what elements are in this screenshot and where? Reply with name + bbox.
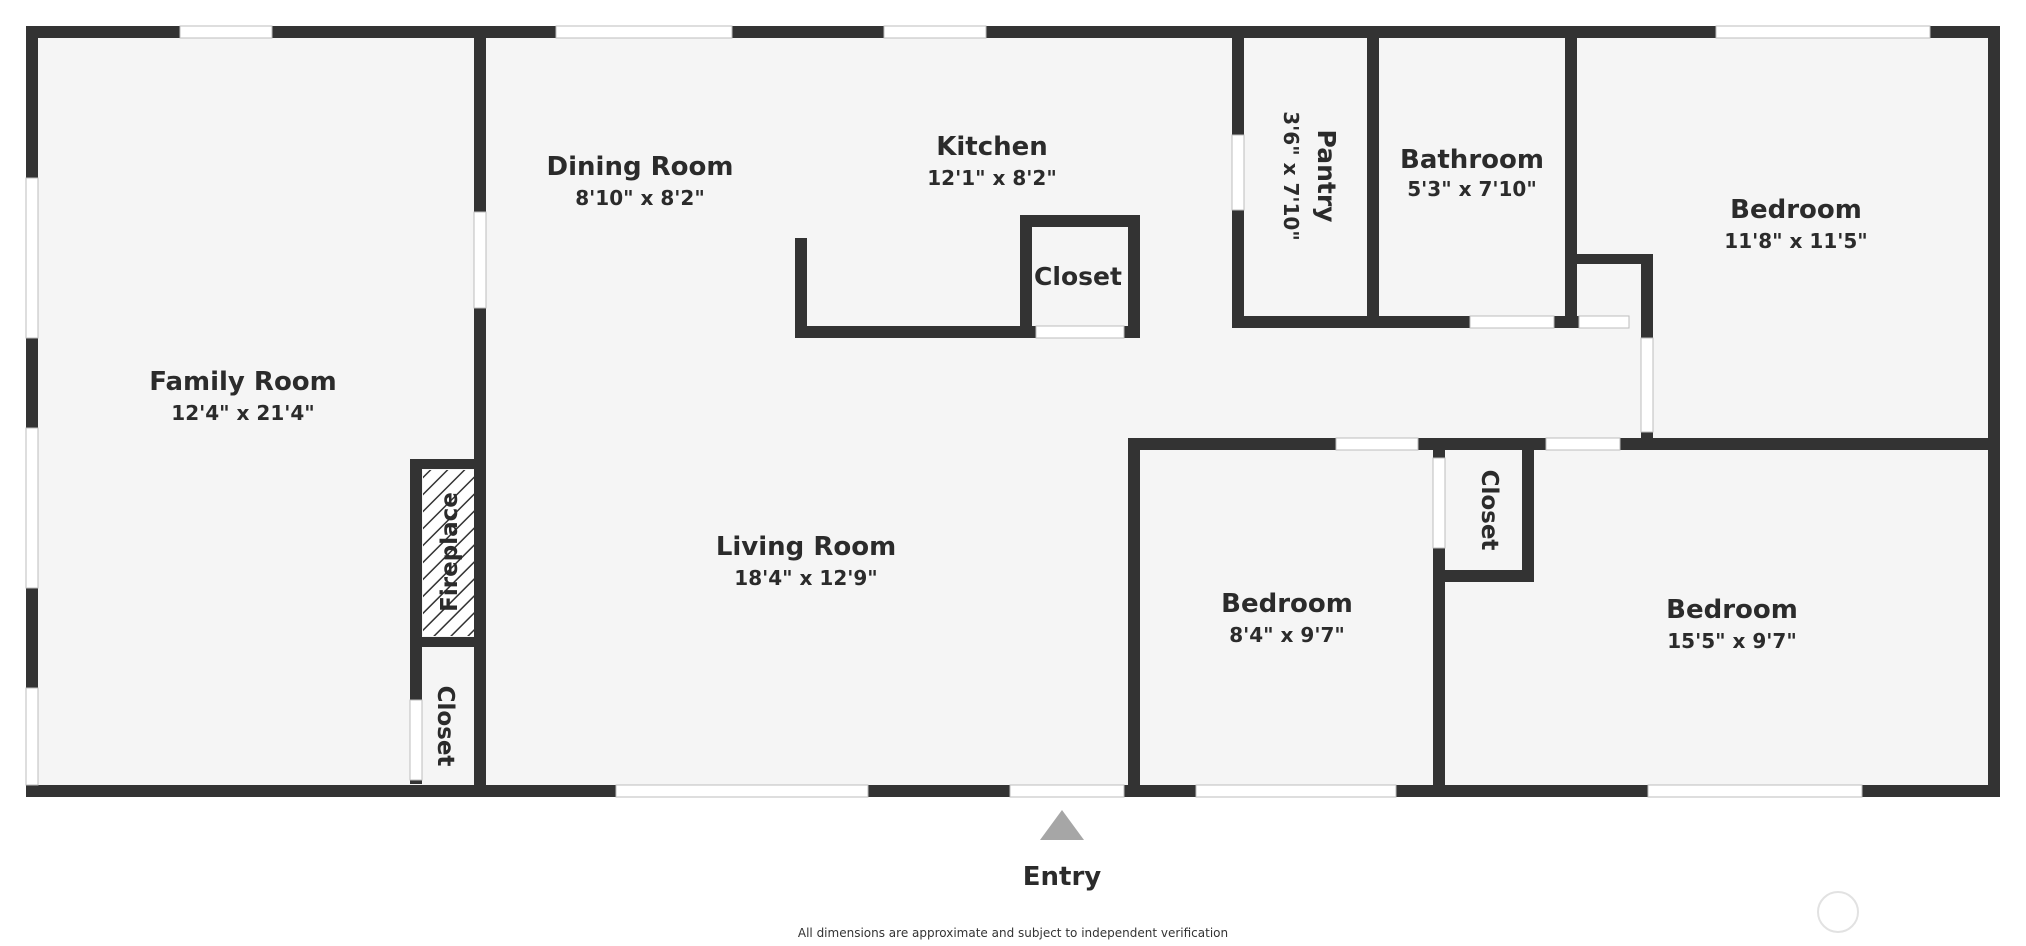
room-bathroom: Bathroom 5'3" x 7'10" bbox=[1400, 145, 1544, 201]
wall-bath-right bbox=[1565, 30, 1577, 328]
window-bedroom-se-bottom bbox=[1647, 784, 1863, 798]
room-bedroom-ne: Bedroom 11'8" x 11'5" bbox=[1724, 195, 1867, 253]
room-bedroom-mid-dims: 8'4" x 9'7" bbox=[1229, 623, 1345, 647]
door-bedroom-se bbox=[1545, 437, 1621, 451]
window-family-top bbox=[179, 25, 273, 39]
wall-pantry-bath bbox=[1367, 30, 1379, 328]
door-bathroom bbox=[1469, 315, 1555, 329]
wall-outer-top bbox=[26, 26, 2000, 38]
wall-hcloset-bottom bbox=[1433, 570, 1534, 582]
room-kitchen-closet-name: Closet bbox=[1034, 262, 1122, 291]
room-pantry: Pantry 3'6" x 7'10" bbox=[1279, 111, 1341, 241]
room-family-closet-name: Closet bbox=[432, 686, 458, 767]
disclaimer-text: All dimensions are approximate and subje… bbox=[798, 926, 1228, 940]
wall-fireplace-top bbox=[410, 459, 480, 469]
wall-fireplace-bottom bbox=[416, 637, 480, 647]
room-bedroom-mid: Bedroom 8'4" x 9'7" bbox=[1221, 589, 1353, 647]
wall-bedroom-mid-left bbox=[1128, 438, 1140, 793]
room-dining-name: Dining Room bbox=[547, 152, 734, 182]
floor-area bbox=[34, 37, 1990, 785]
room-kitchen-dims: 12'1" x 8'2" bbox=[927, 166, 1057, 190]
wall-kcloset-left bbox=[1020, 215, 1032, 338]
room-fireplace-name: Fireplace bbox=[437, 492, 463, 612]
room-family-name: Family Room bbox=[149, 367, 337, 397]
room-bedroom-ne-name: Bedroom bbox=[1730, 195, 1862, 225]
wall-nebed-closet-top bbox=[1565, 254, 1651, 264]
room-hall-closet: Closet bbox=[1476, 470, 1502, 551]
wall-outer-left bbox=[26, 26, 38, 797]
room-dining: Dining Room 8'10" x 8'2" bbox=[547, 152, 734, 210]
room-dining-dims: 8'10" x 8'2" bbox=[575, 186, 705, 210]
wall-kcloset-top bbox=[1020, 215, 1140, 227]
room-bedroom-mid-name: Bedroom bbox=[1221, 589, 1353, 619]
watermark-circle-icon bbox=[1817, 891, 1859, 933]
wall-kitchen-counter-left bbox=[795, 238, 807, 338]
room-fireplace: Fireplace bbox=[437, 492, 463, 612]
window-family-left-2 bbox=[25, 427, 39, 589]
wall-hcloset-right bbox=[1522, 444, 1534, 582]
window-living-bottom bbox=[615, 784, 869, 798]
door-kitchen-closet bbox=[1035, 325, 1125, 339]
window-dining-top bbox=[555, 25, 733, 39]
room-pantry-dims: 3'6" x 7'10" bbox=[1279, 111, 1303, 241]
door-bedroom-ne bbox=[1640, 337, 1654, 433]
room-kitchen: Kitchen 12'1" x 8'2" bbox=[927, 132, 1057, 190]
room-bedroom-se-name: Bedroom bbox=[1666, 595, 1798, 625]
wall-nebed-closet-right bbox=[1641, 254, 1653, 328]
room-living-dims: 18'4" x 12'9" bbox=[734, 566, 877, 590]
room-bathroom-dims: 5'3" x 7'10" bbox=[1407, 177, 1537, 201]
wall-family-divider bbox=[474, 30, 486, 793]
room-kitchen-closet: Closet bbox=[1034, 262, 1122, 291]
window-family-left-3 bbox=[25, 687, 39, 786]
openings bbox=[25, 25, 1931, 798]
window-bedroom-ne-top bbox=[1715, 25, 1931, 39]
window-bedroom-mid-bottom bbox=[1195, 784, 1397, 798]
room-living: Living Room 18'4" x 12'9" bbox=[716, 532, 896, 590]
room-bedroom-se: Bedroom 15'5" x 9'7" bbox=[1666, 595, 1798, 653]
wall-kitchen-counter-bottom bbox=[795, 326, 1031, 338]
window-family-left-1 bbox=[25, 177, 39, 339]
room-family-dims: 12'4" x 21'4" bbox=[171, 401, 314, 425]
door-pantry bbox=[1231, 134, 1245, 211]
opening-family-closet bbox=[409, 699, 423, 781]
room-living-name: Living Room bbox=[716, 532, 896, 562]
entry-arrow-icon bbox=[1040, 810, 1084, 840]
room-bedroom-se-dims: 15'5" x 9'7" bbox=[1667, 629, 1797, 653]
door-bedroom-mid bbox=[1335, 437, 1419, 451]
door-entry bbox=[1009, 784, 1125, 798]
room-hall-closet-name: Closet bbox=[1476, 470, 1502, 551]
wall-outer-right bbox=[1988, 26, 2000, 797]
opening-family-divider bbox=[473, 211, 487, 309]
entry-label: Entry bbox=[1023, 862, 1102, 892]
wall-kcloset-right bbox=[1128, 215, 1140, 338]
door-nebed-closet bbox=[1578, 315, 1630, 329]
room-bathroom-name: Bathroom bbox=[1400, 145, 1544, 175]
room-family: Family Room 12'4" x 21'4" bbox=[149, 367, 337, 425]
door-hall-closet bbox=[1432, 457, 1446, 549]
room-pantry-name: Pantry bbox=[1312, 130, 1341, 223]
room-kitchen-name: Kitchen bbox=[936, 132, 1048, 162]
room-family-closet: Closet bbox=[432, 686, 458, 767]
window-kitchen-top bbox=[883, 25, 987, 39]
fireplace-hatch bbox=[423, 470, 474, 636]
room-bedroom-ne-dims: 11'8" x 11'5" bbox=[1724, 229, 1867, 253]
